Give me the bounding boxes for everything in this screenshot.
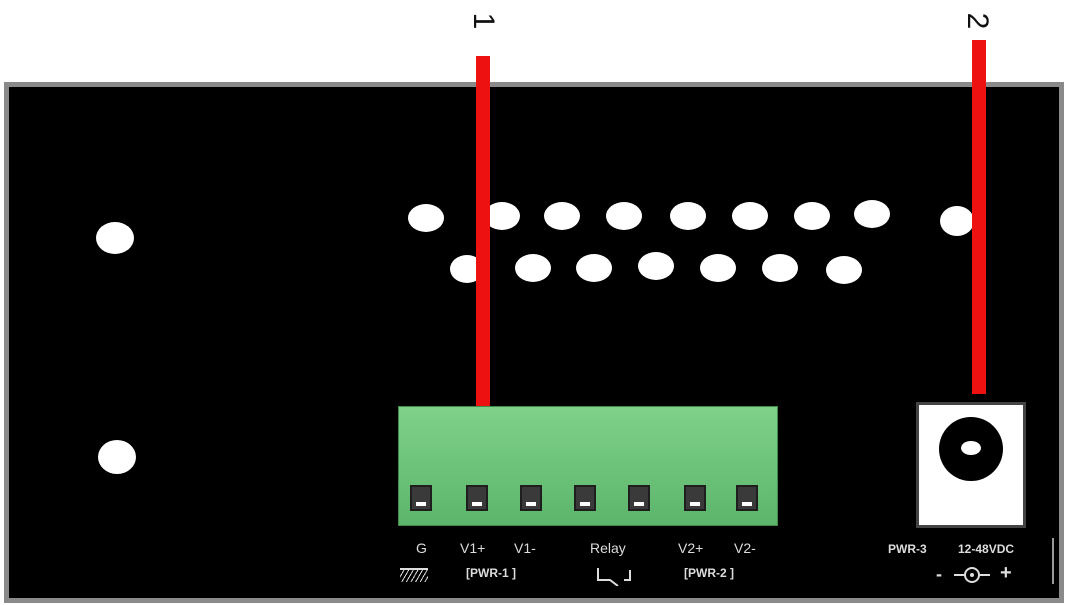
mounting-hole [96,222,134,254]
vent-hole [940,206,974,236]
vent-hole [700,254,736,282]
vent-hole [670,202,706,230]
vent-hole [732,202,768,230]
terminal-screw [574,485,596,511]
divider-line [1052,538,1054,584]
terminal-screw [410,485,432,511]
callout-line-2 [972,40,986,394]
label-v2-minus: V2- [734,540,756,556]
vent-hole [854,200,890,228]
vent-hole [794,202,830,230]
vent-hole [606,202,642,230]
terminal-screw [684,485,706,511]
label-v1-plus: V1+ [460,540,486,556]
callout-number-2: 2 [961,12,994,30]
relay-contact-icon [597,568,631,586]
terminal-screw [466,485,488,511]
ground-symbol-icon [400,568,428,582]
label-voltage: 12-48VDC [958,542,1015,556]
callout-line-1 [476,56,490,408]
label-pwr2-group: [PWR-2 ] [684,566,734,580]
vent-hole [762,254,798,282]
terminal-screw [628,485,650,511]
label-ground: G [416,540,427,556]
vent-hole [408,204,444,232]
vent-hole [638,252,674,280]
label-relay: Relay [590,540,626,556]
dc-jack-socket-icon [939,417,1003,481]
vent-hole [576,254,612,282]
vent-hole [544,202,580,230]
polarity-symbol-icon [954,567,990,583]
label-v1-minus: V1- [514,540,536,556]
callout-number-1: 1 [467,12,500,30]
polarity-minus: - [936,564,942,584]
label-pwr3: PWR-3 [888,542,927,556]
vent-hole [484,202,520,230]
terminal-screw [736,485,758,511]
label-pwr1-group: [PWR-1 ] [466,566,516,580]
vent-hole [515,254,551,282]
polarity-plus: + [1000,562,1012,584]
mounting-hole [98,440,136,474]
label-v2-plus: V2+ [678,540,704,556]
terminal-screw [520,485,542,511]
dc-power-jack [916,402,1026,528]
vent-hole [826,256,862,284]
